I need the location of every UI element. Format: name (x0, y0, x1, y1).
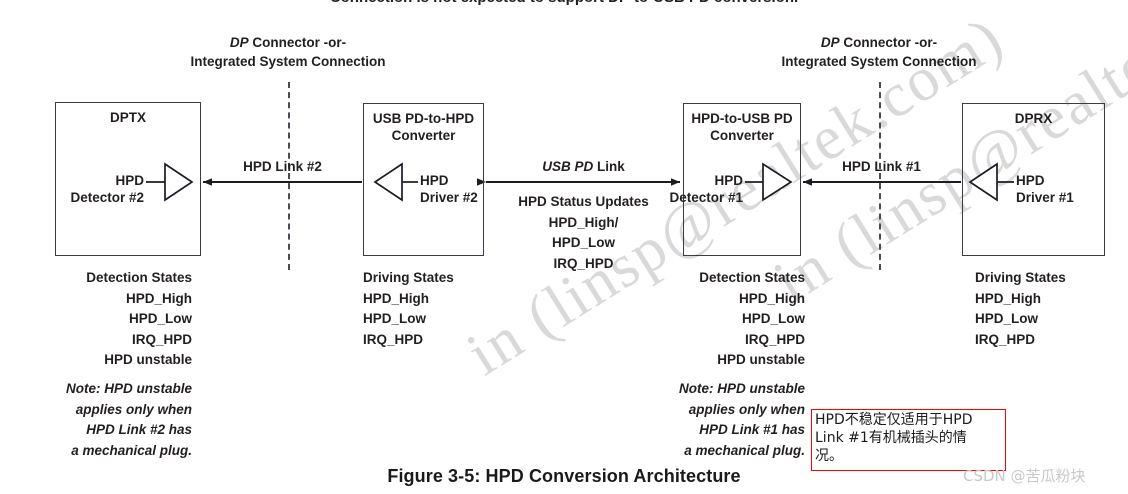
dp-line2-right: Integrated System Connection (781, 54, 977, 69)
clipped-top-text: Connection is not expected to support DP… (0, 0, 1128, 6)
dp-connector-caption-right: DP Connector -or- Integrated System Conn… (769, 33, 989, 71)
link-label-hpd-link-1: HPD Link #1 (842, 159, 921, 174)
converter2-port-label: HPD Driver #2 (420, 173, 478, 205)
block-converter2-title: USB PD-to-HPD Converter (372, 111, 475, 143)
note-line: a mechanical plug. (71, 442, 192, 458)
state-item: HPD_Low (363, 311, 427, 326)
state-item: IRQ_HPD (744, 331, 805, 347)
note-line: HPD Link #1 has (699, 422, 805, 437)
state-header: Driving States (363, 270, 454, 285)
state-item: HPD unstable (104, 352, 192, 367)
block-dptx[interactable]: DPTX (55, 102, 201, 256)
state-item: HPD_High (363, 290, 430, 306)
dp-connector-separator-left (288, 82, 290, 270)
dp-line2-left: Integrated System Connection (190, 54, 386, 69)
annotation-line-2: Link #1有机械插头的情 (815, 430, 967, 446)
link-label-usb-pd: USB PD Link (487, 159, 680, 174)
note-line: applies only when (688, 401, 805, 417)
state-item: HPD_High (975, 290, 1042, 306)
usb-pd-status-line4: IRQ_HPD (553, 255, 614, 271)
annotation-box-chinese[interactable]: HPD不稳定仅适用于HPD Link #1有机械插头的情 况。 (811, 409, 1006, 471)
state-item: IRQ_HPD (975, 331, 1036, 347)
note-converter1: Note: HPD unstable applies only when HPD… (625, 379, 805, 461)
usb-pd-em: USB PD (542, 159, 594, 174)
block-usbpd-to-hpd-converter[interactable]: USB PD-to-HPD Converter (363, 103, 484, 256)
watermark-csdn: CSDN @苦瓜粉块 (963, 467, 1086, 485)
dprx-port-label: HPD Driver #1 (1016, 173, 1074, 205)
state-list-dprx-driving: Driving States HPD_High HPD_Low IRQ_HPD (975, 268, 1128, 350)
note-line: applies only when (75, 401, 192, 417)
note-line: Note: HPD unstable (65, 381, 192, 396)
state-header: Detection States (699, 270, 805, 285)
note-dptx: Note: HPD unstable applies only when HPD… (12, 379, 192, 461)
dp-em-right: DP (820, 35, 840, 50)
block-dptx-title: DPTX (109, 110, 146, 125)
dp-em-left: DP (229, 35, 249, 50)
dp-connector-caption-left: DP Connector -or- Integrated System Conn… (178, 33, 398, 71)
block-dprx-title: DPRX (1014, 111, 1053, 126)
state-list-converter1-detection: Detection States HPD_High HPD_Low IRQ_HP… (625, 268, 805, 371)
annotation-line-3: 况。 (815, 448, 843, 464)
state-item: HPD_High (738, 290, 805, 306)
annotation-line-1: HPD不稳定仅适用于HPD (815, 412, 973, 428)
state-list-dptx-detection: Detection States HPD_High HPD_Low IRQ_HP… (12, 268, 192, 371)
link-label-hpd-link-2: HPD Link #2 (243, 159, 322, 174)
usb-pd-status-line2: HPD_High/ (548, 214, 619, 230)
dp-rest-left: Connector -or- (248, 35, 347, 50)
block-hpd-to-usbpd-converter[interactable]: HPD-to-USB PD Converter (683, 103, 801, 256)
state-item: HPD unstable (717, 352, 805, 367)
block-converter1-title: HPD-to-USB PD Converter (691, 111, 793, 143)
figure-caption: Figure 3-5: HPD Conversion Architecture (387, 466, 741, 486)
state-item: HPD_Low (975, 311, 1039, 326)
state-item: IRQ_HPD (131, 331, 192, 347)
usb-pd-rest: Link (593, 159, 625, 174)
usb-pd-status-line3: HPD_Low (551, 235, 615, 250)
block-dprx[interactable]: DPRX (962, 103, 1105, 256)
note-line: HPD Link #2 has (86, 422, 192, 437)
dptx-port-label: HPD Detector #2 (70, 173, 144, 205)
state-item: HPD_High (125, 290, 192, 306)
state-header: Driving States (975, 270, 1066, 285)
state-header: Detection States (86, 270, 192, 285)
note-line: Note: HPD unstable (678, 381, 805, 396)
dp-connector-separator-right (879, 82, 881, 270)
usb-pd-status-updates: HPD Status Updates HPD_High/ HPD_Low IRQ… (487, 192, 680, 274)
state-list-converter2-driving: Driving States HPD_High HPD_Low IRQ_HPD (363, 268, 543, 350)
usb-pd-status-line1: HPD Status Updates (518, 194, 649, 209)
note-line: a mechanical plug. (684, 442, 805, 458)
converter1-port-label: HPD Detector #1 (669, 173, 743, 205)
state-item: IRQ_HPD (363, 331, 424, 347)
state-item: HPD_Low (741, 311, 805, 326)
dp-rest-right: Connector -or- (839, 35, 938, 50)
state-item: HPD_Low (128, 311, 192, 326)
